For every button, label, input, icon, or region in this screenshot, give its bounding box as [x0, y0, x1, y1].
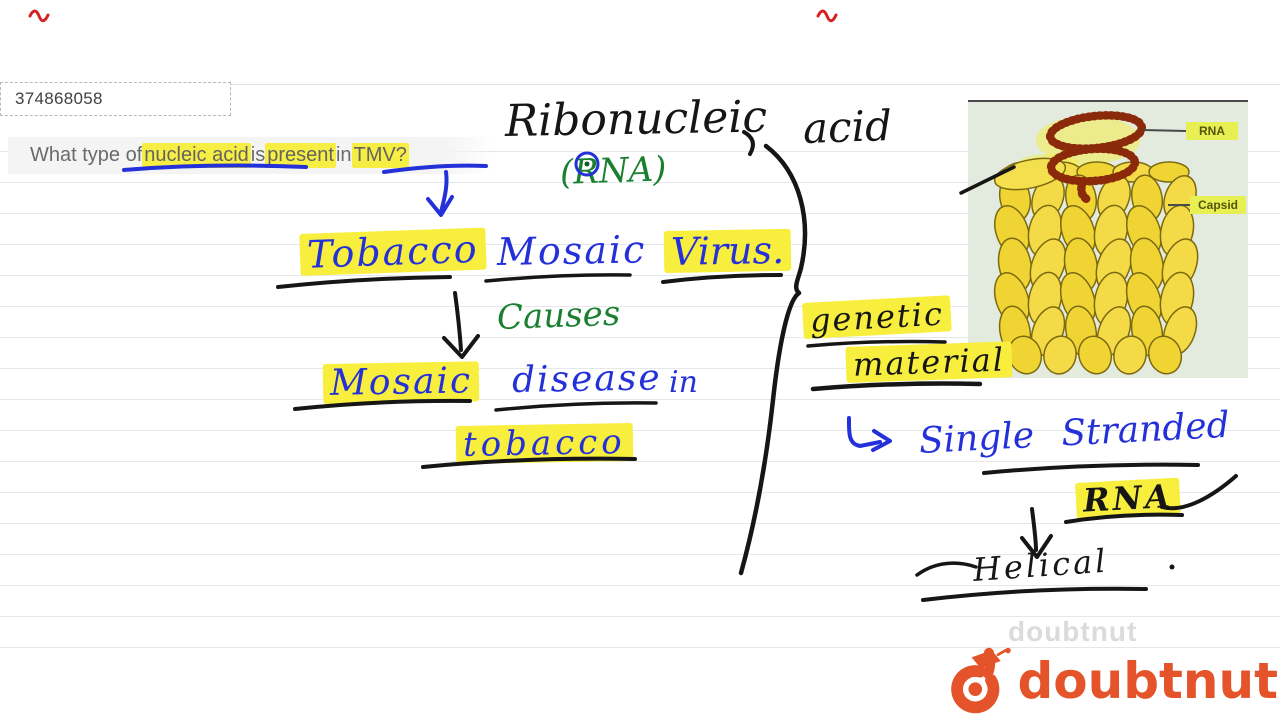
tmv-diagram-svg: RNA Capsid	[993, 111, 1246, 375]
tmv-capsid-cluster	[993, 161, 1199, 375]
hw-tobacco-lower: tobacco	[455, 422, 634, 465]
hw-disease: disease	[511, 357, 662, 401]
question-part: is	[250, 144, 266, 166]
hw-genetic: genetic	[802, 295, 952, 340]
rna-label: RNA	[1199, 124, 1225, 138]
red-mark-left	[28, 9, 50, 23]
doubtnut-logo: doubtnut	[948, 644, 1278, 718]
question-bar: What type of nucleic acid is present in …	[8, 137, 493, 174]
red-marker-strokes	[28, 9, 838, 23]
rna-coil	[1045, 111, 1147, 205]
hw-material: material	[845, 340, 1013, 384]
hw-causes: Causes	[496, 293, 621, 338]
question-highlight-nucleic-acid: nucleic acid	[142, 143, 251, 168]
hw-ribonucleic: Ribonucleic	[504, 91, 768, 147]
hw-acid: acid	[802, 100, 893, 153]
graduation-cap-icon	[971, 650, 1001, 669]
hw-mosaic: Mosaic	[496, 227, 647, 274]
rna-label-leader	[1142, 129, 1187, 132]
question-id-box: 374868058	[0, 82, 231, 116]
capsid-label-box	[1190, 196, 1246, 214]
hw-rna-abbreviation: (RNA)	[559, 149, 668, 193]
question-part: What type of	[30, 144, 143, 166]
rna-label-box	[1186, 122, 1238, 140]
capsid-label: Capsid	[1198, 198, 1238, 212]
hw-mosaic-disease: Mosaic	[322, 360, 480, 404]
hw-tobacco: Tobacco	[299, 227, 487, 277]
doubtnut-logo-icon	[951, 647, 1011, 714]
gray-watermark: doubtnut	[1008, 616, 1138, 647]
hw-rna: RNA	[1075, 477, 1181, 520]
question-part: in	[335, 144, 352, 166]
hw-in: in	[669, 365, 698, 400]
header-divider-line	[228, 84, 1280, 85]
doubtnut-logo-text: doubtnut	[1017, 652, 1278, 710]
question-highlight-present: present	[265, 143, 336, 168]
question-id: 374868058	[15, 89, 103, 108]
hw-virus: Virus.	[663, 228, 792, 274]
red-mark-right	[816, 9, 838, 23]
question-highlight-tmv: TMV?	[351, 143, 409, 168]
tmv-diagram: RNA Capsid	[968, 100, 1248, 378]
hw-helical: Helical	[971, 541, 1110, 589]
